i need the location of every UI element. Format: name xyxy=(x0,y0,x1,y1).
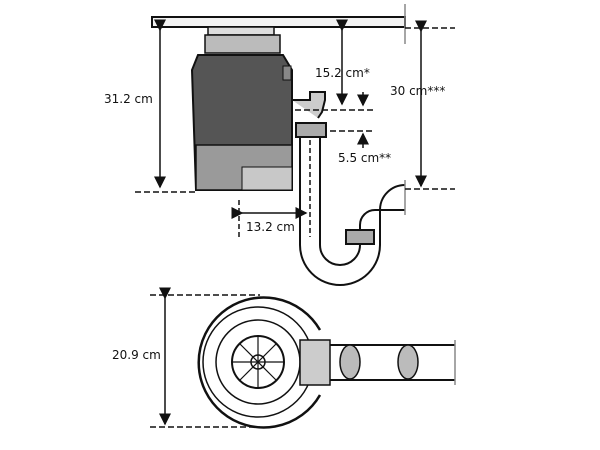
countertop xyxy=(151,4,406,44)
drain-trap xyxy=(292,91,406,286)
dimension-lines xyxy=(135,19,455,428)
inlet-drop-label: 15.2 cm* xyxy=(315,66,370,80)
outlet-offset-label: 5.5 cm** xyxy=(338,151,392,165)
disposer-unit xyxy=(190,26,293,191)
outlet-horizontal-label: 13.2 cm xyxy=(246,220,295,234)
top-view-disposer xyxy=(197,296,456,429)
trap-height-label: 30 cm*** xyxy=(390,84,446,98)
diameter-label: 20.9 cm xyxy=(112,348,161,362)
height-label: 31.2 cm xyxy=(104,92,153,106)
